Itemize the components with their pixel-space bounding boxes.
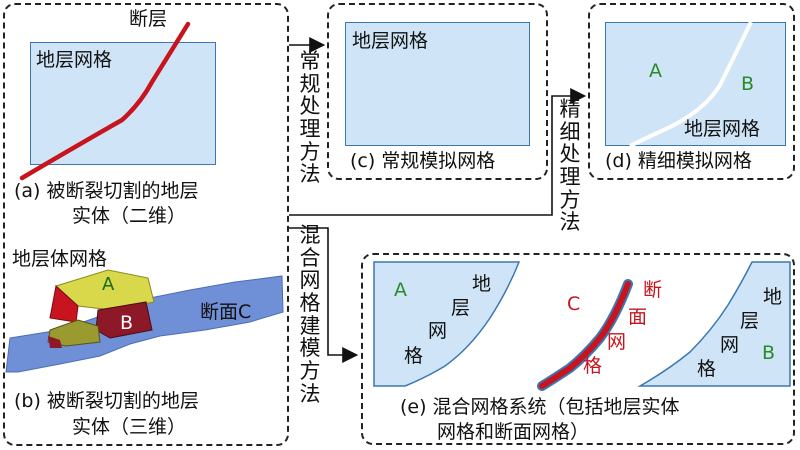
caption-e-line2: 网格和断面网格） bbox=[437, 421, 590, 443]
caption-c: (c) 常规模拟网格 bbox=[350, 150, 496, 172]
label-b-d: B bbox=[741, 73, 755, 95]
right-grid-char-1: 地 bbox=[763, 286, 783, 308]
label-b-e: B bbox=[762, 342, 776, 364]
caption-d: (d) 精细模拟网格 bbox=[605, 150, 752, 172]
caption-b-line1: (b) 被断裂切割的地层 bbox=[14, 390, 199, 412]
caption-a-line1: (a) 被断裂切割的地层 bbox=[14, 180, 199, 202]
fine-method-label: 精细处理方法 bbox=[559, 97, 581, 235]
left-grid-char-3: 网 bbox=[428, 320, 448, 342]
left-grid-char-1: 地 bbox=[472, 273, 492, 295]
right-grid-char-2: 层 bbox=[740, 310, 760, 332]
caption-a-line2: 实体（二维） bbox=[72, 205, 187, 227]
stratum-grid-fine bbox=[605, 22, 786, 146]
conventional-method-label: 常规处理方法 bbox=[299, 49, 321, 187]
section-char-1: 断 bbox=[643, 279, 663, 301]
caption-e-line1: (e) 混合网格系统（包括地层实体 bbox=[400, 396, 680, 418]
right-grid-char-4: 格 bbox=[697, 358, 717, 380]
left-grid-char-4: 格 bbox=[404, 345, 424, 367]
block-a-label: A bbox=[102, 274, 115, 295]
stratum-grid-2d bbox=[30, 42, 216, 165]
caption-b-line2: 实体（三维） bbox=[72, 416, 187, 438]
grid-label-d: 地层网格 bbox=[684, 118, 761, 140]
grid-label-a: 地层网格 bbox=[36, 49, 113, 71]
panel-ab bbox=[3, 3, 289, 446]
block-b-label: B bbox=[120, 312, 134, 334]
panel-d bbox=[588, 3, 795, 180]
left-grid-char-2: 层 bbox=[451, 297, 471, 319]
label-a-d: A bbox=[649, 60, 662, 82]
section-c-label: 断面C bbox=[200, 301, 252, 323]
grid-label-c: 地层网格 bbox=[352, 30, 429, 52]
grid-label-b: 地层体网格 bbox=[12, 248, 108, 270]
label-c-e: C bbox=[567, 293, 581, 315]
stratum-grid-conventional bbox=[345, 22, 530, 146]
panel-c bbox=[327, 3, 548, 180]
right-grid-char-3: 网 bbox=[720, 334, 740, 356]
label-a-e: A bbox=[394, 279, 407, 301]
fault-label: 断层 bbox=[129, 8, 168, 30]
hybrid-method-label: 混合网格建模方法 bbox=[299, 223, 321, 406]
section-char-4: 格 bbox=[583, 355, 603, 377]
section-char-3: 网 bbox=[607, 331, 627, 353]
section-char-2: 面 bbox=[628, 306, 648, 328]
panel-e bbox=[361, 253, 795, 445]
